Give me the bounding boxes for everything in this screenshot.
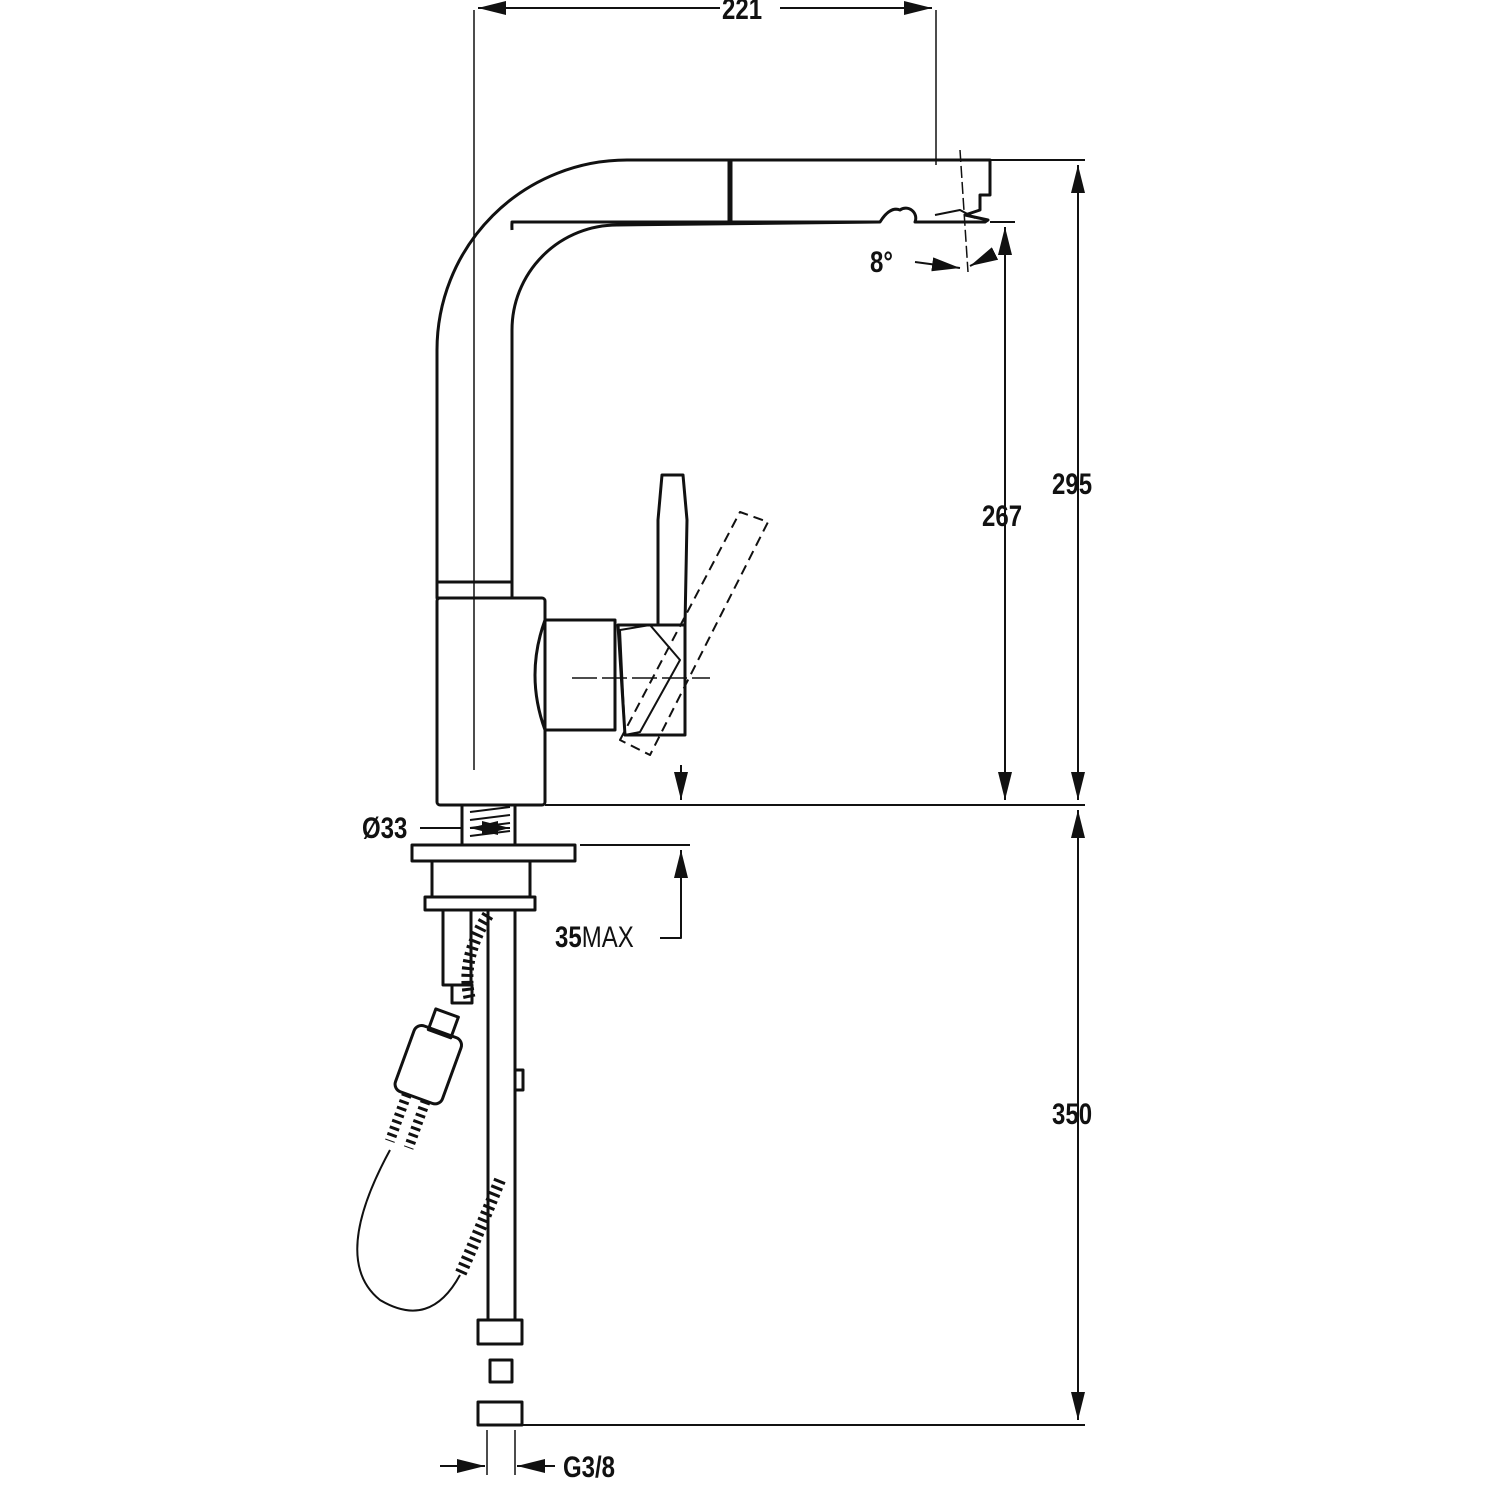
dim-spray-angle: 8° <box>870 246 893 279</box>
hose-loop <box>356 1149 461 1312</box>
dim-spout-reach: 221 <box>722 0 763 26</box>
handle-housing <box>533 618 617 732</box>
spout-outline <box>435 158 992 582</box>
shower-head <box>385 1007 463 1150</box>
lever-open-position <box>619 511 769 756</box>
dim-hose-length: 350 <box>1052 1098 1093 1131</box>
dim-deck-thickness: 35MAX <box>555 923 634 953</box>
deck-thickness-suffix: MAX <box>581 921 634 954</box>
dim-body-diameter: Ø33 <box>362 812 408 845</box>
lever-handle <box>656 473 689 626</box>
faucet-body <box>435 596 547 807</box>
dim-total-height: 295 <box>1052 468 1093 501</box>
dim-connection-thread: G3/8 <box>563 1451 616 1484</box>
dim-outlet-height: 267 <box>982 500 1023 533</box>
mounting-plate <box>410 843 577 863</box>
deck-thickness-value: 35 <box>555 921 582 954</box>
